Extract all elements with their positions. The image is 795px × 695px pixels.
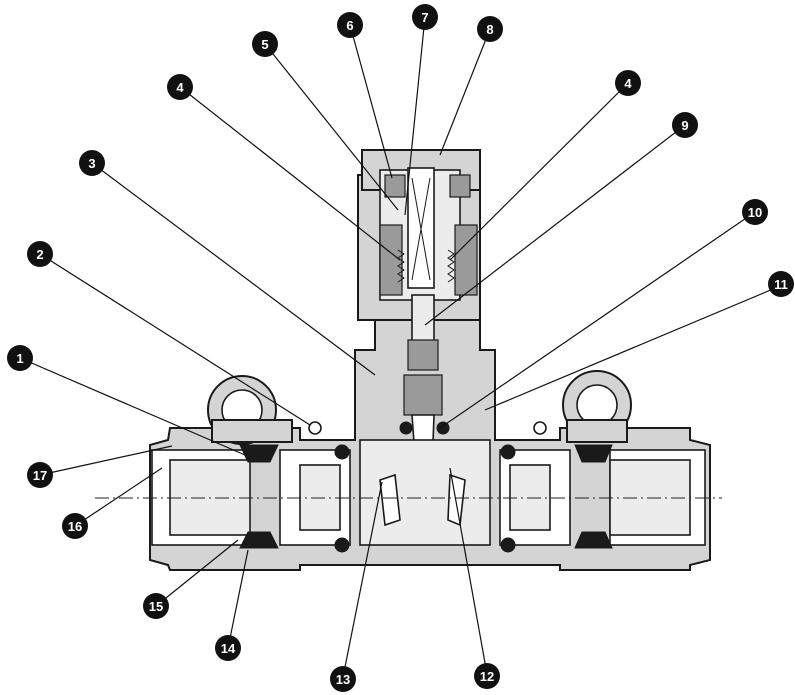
callout-14: 14 (215, 635, 241, 661)
svg-text:14: 14 (221, 641, 236, 656)
callout-5: 5 (252, 31, 278, 57)
svg-text:11: 11 (774, 277, 788, 292)
svg-text:12: 12 (480, 669, 494, 684)
svg-text:1: 1 (16, 351, 23, 366)
svg-text:7: 7 (421, 10, 428, 25)
callout-15: 15 (143, 593, 169, 619)
leader-lines (19, 16, 786, 678)
svg-text:4: 4 (624, 76, 632, 91)
callout-6: 6 (337, 12, 363, 38)
valve-housing (357, 149, 481, 493)
callout-2: 2 (27, 241, 53, 267)
bead-left (308, 421, 322, 435)
callout-12: 12 (474, 663, 500, 689)
callout-17: 17 (27, 462, 53, 488)
o-ring-left (399, 421, 413, 435)
callout-10: 10 (742, 199, 768, 225)
svg-text:6: 6 (346, 18, 353, 33)
inner-chamber (359, 439, 491, 546)
svg-text:3: 3 (88, 156, 95, 171)
svg-text:10: 10 (748, 205, 762, 220)
callout-3: 3 (79, 150, 105, 176)
callout-16: 16 (62, 513, 88, 539)
o-ring-right (436, 421, 450, 435)
callout-7: 7 (412, 4, 438, 30)
svg-text:15: 15 (149, 599, 163, 614)
callout-9: 9 (672, 112, 698, 138)
callout-4-left: 4 (167, 74, 193, 100)
callout-1: 1 (7, 345, 33, 371)
svg-text:8: 8 (486, 22, 493, 37)
callout-4-right: 4 (615, 70, 641, 96)
svg-text:5: 5 (261, 37, 268, 52)
callout-11: 11 (768, 271, 794, 297)
svg-text:13: 13 (336, 672, 350, 687)
svg-text:4: 4 (176, 80, 184, 95)
svg-text:2: 2 (36, 247, 43, 262)
svg-text:9: 9 (681, 118, 688, 133)
svg-text:17: 17 (33, 468, 47, 483)
svg-text:16: 16 (68, 519, 82, 534)
bead-right (533, 421, 547, 435)
callout-8: 8 (477, 16, 503, 42)
callout-13: 13 (330, 666, 356, 692)
